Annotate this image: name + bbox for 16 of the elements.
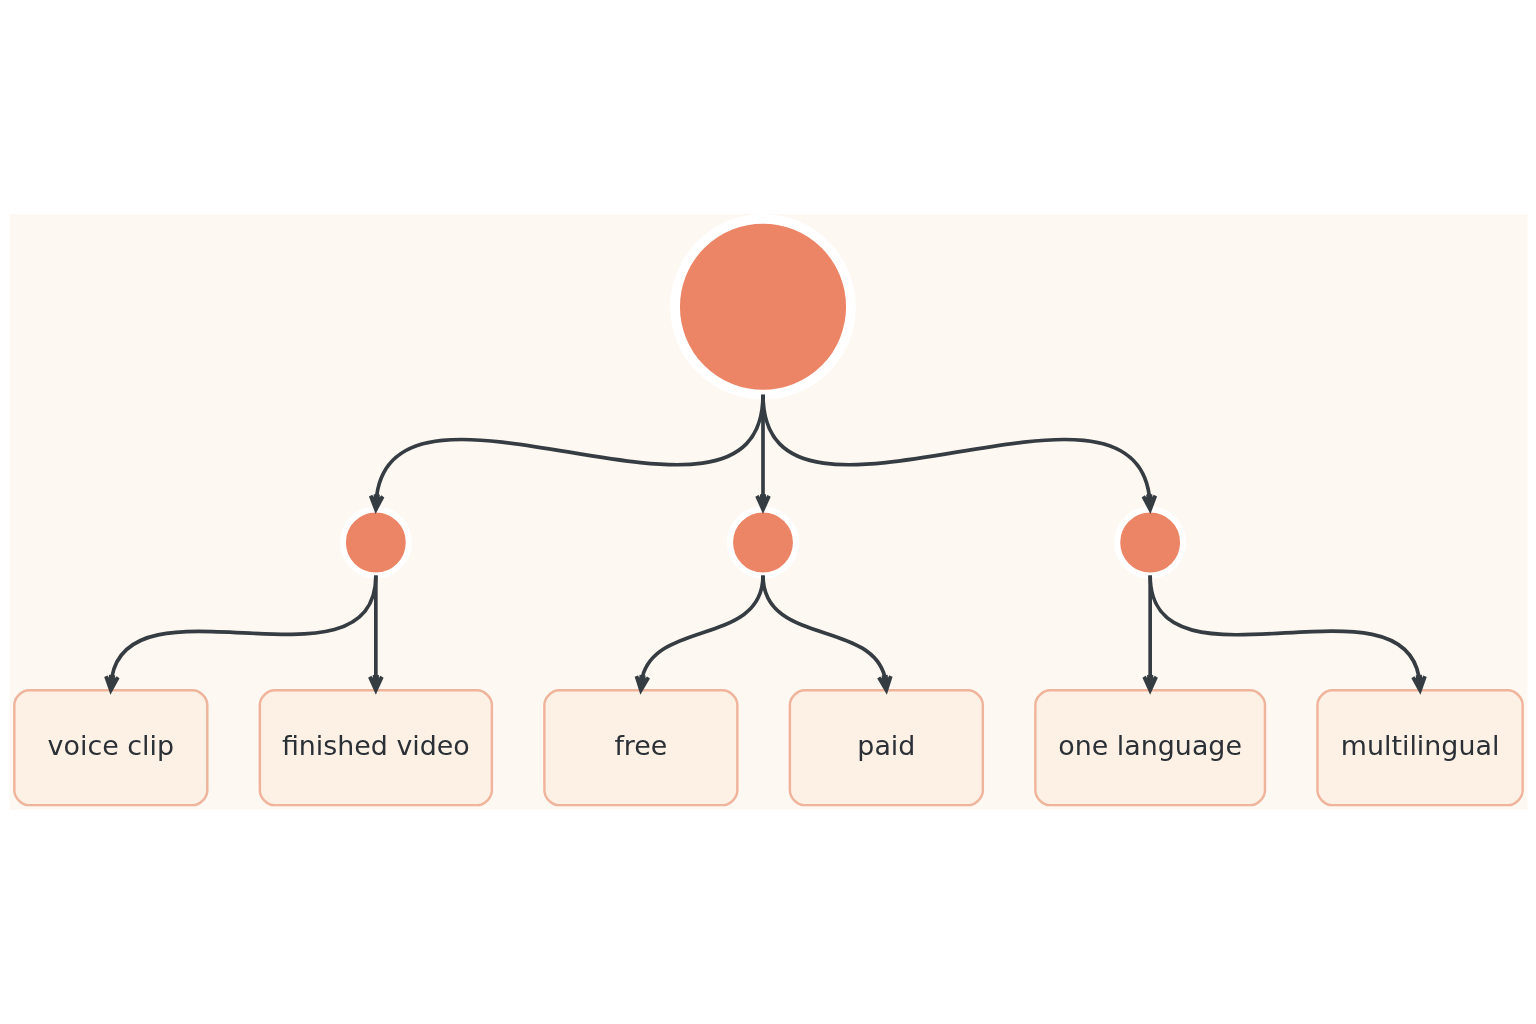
arrow (1147, 575, 1427, 693)
node-box: multilingual (1315, 689, 1524, 807)
node-box: paid (788, 689, 984, 807)
node-circle (726, 506, 799, 579)
arrow (760, 575, 893, 693)
arrow (103, 575, 378, 693)
arrow (760, 394, 1157, 512)
node-box: one language (1033, 689, 1266, 807)
node-box: finished video (258, 689, 493, 807)
arrow (367, 575, 384, 693)
node-box: free (542, 689, 739, 807)
node-circle (1113, 506, 1186, 579)
arrow (1141, 575, 1158, 693)
node-box: voice clip (12, 689, 209, 807)
node-circle (669, 214, 856, 400)
node-circle (339, 506, 412, 579)
